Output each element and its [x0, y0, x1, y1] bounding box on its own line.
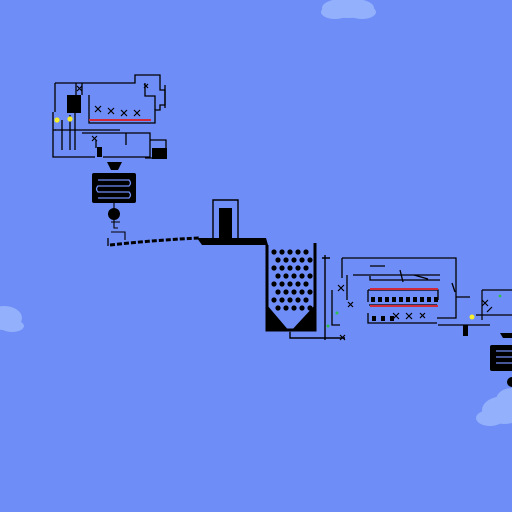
silo-particle — [299, 273, 305, 279]
upper-bulb-right — [67, 116, 73, 122]
silo-particle — [295, 297, 301, 303]
silo-particles — [271, 249, 313, 311]
right-block — [371, 297, 375, 302]
right-block — [378, 297, 382, 302]
silo-particle — [283, 289, 289, 295]
silo-particle — [275, 257, 281, 263]
silo-particle — [303, 265, 309, 271]
silo-particle — [283, 305, 289, 311]
silo-particle — [291, 289, 297, 295]
silo-outflow-pipe — [289, 332, 345, 339]
right-block — [381, 316, 385, 321]
silo-particle — [295, 249, 301, 255]
right-block — [434, 297, 438, 302]
edge-unit — [469, 289, 512, 387]
silo-particle — [295, 281, 301, 287]
right-block — [392, 297, 396, 302]
right-block — [406, 297, 410, 302]
silo-particle — [307, 257, 313, 263]
right-blocks — [371, 297, 438, 321]
silo-particle — [291, 273, 297, 279]
silo-particle — [279, 265, 285, 271]
right-block — [399, 297, 403, 302]
silo-particle — [283, 273, 289, 279]
silo-particle — [287, 297, 293, 303]
silo-particle — [271, 265, 277, 271]
chain-conveyor — [109, 236, 201, 247]
silo-particle — [283, 257, 289, 263]
right-block — [390, 316, 394, 321]
silo-particle — [275, 289, 281, 295]
silo-right-pipe — [322, 255, 330, 340]
silo-particle — [299, 257, 305, 263]
right-block — [385, 297, 389, 302]
upper-dark-block-3 — [97, 147, 102, 157]
silo-particle — [271, 249, 277, 255]
upper-dark-block — [67, 95, 81, 113]
upper-bulb-left — [54, 117, 60, 123]
pump-post — [463, 325, 468, 336]
upper-laser-bar — [89, 119, 151, 121]
right-block — [413, 297, 417, 302]
clouds — [0, 0, 512, 426]
signal-dot-2 — [326, 324, 330, 328]
silo-particle — [279, 281, 285, 287]
silo-particle — [307, 289, 313, 295]
cloud-bottom-right — [476, 388, 512, 426]
silo — [265, 243, 317, 332]
furnace-tower — [197, 199, 268, 245]
cloud-top — [321, 0, 376, 19]
silo-particle — [291, 257, 297, 263]
right-laser-upper — [370, 288, 438, 290]
silo-particle — [271, 297, 277, 303]
silo-particle — [307, 305, 313, 311]
silo-particle — [307, 273, 313, 279]
right-block — [372, 316, 376, 321]
silo-particle — [275, 305, 281, 311]
silo-particle — [299, 289, 305, 295]
silo-particle — [287, 265, 293, 271]
silo-particle — [271, 281, 277, 287]
right-fans — [337, 284, 426, 341]
silo-particle — [295, 265, 301, 271]
silo-particle — [291, 305, 297, 311]
right-laser-lower — [370, 305, 438, 307]
silo-particle — [303, 281, 309, 287]
upper-dark-block-2 — [152, 148, 167, 159]
upper-coil-heater — [92, 162, 136, 240]
silo-particle — [287, 281, 293, 287]
silo-particle — [275, 273, 281, 279]
silo-particle — [303, 297, 309, 303]
silo-particle — [299, 305, 305, 311]
silo-particle — [279, 297, 285, 303]
cloud-left — [0, 306, 24, 332]
upper-fans — [76, 83, 149, 142]
right-block — [420, 297, 424, 302]
right-block — [427, 297, 431, 302]
signal-dot-1 — [335, 311, 339, 315]
silo-particle — [303, 249, 309, 255]
silo-particle — [287, 249, 293, 255]
silo-particle — [279, 249, 285, 255]
